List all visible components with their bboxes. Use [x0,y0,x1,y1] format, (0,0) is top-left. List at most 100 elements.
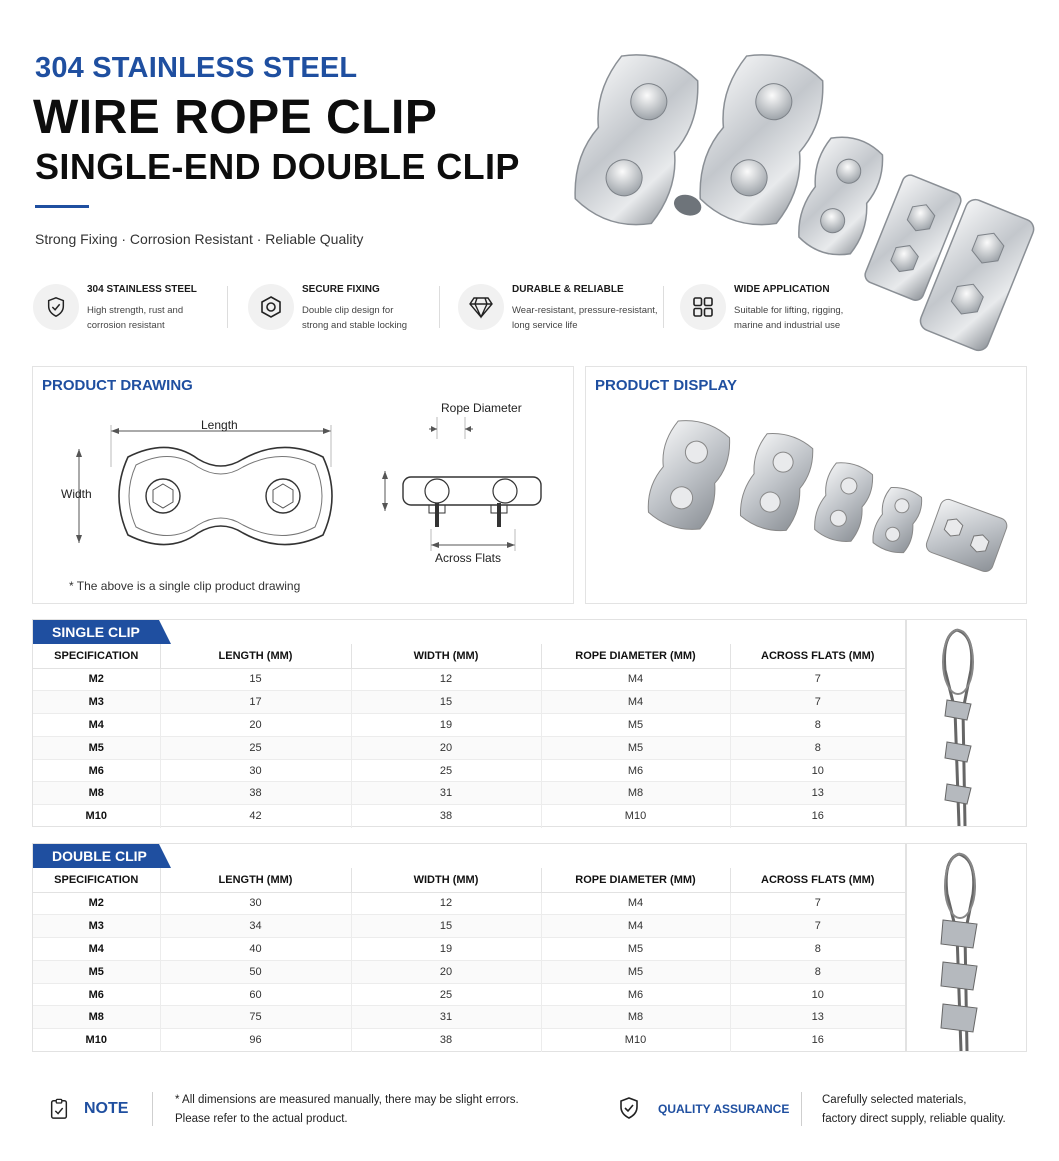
table-cell: M8 [33,1005,160,1029]
double-clip-rope-illustration [906,843,1027,1052]
table-cell: 7 [729,667,905,691]
table-cell: 60 [159,982,351,1006]
feature-title: 304 STAINLESS STEEL [87,284,197,295]
column-header: WIDTH (MM) [350,868,541,893]
clip-medium [798,136,884,256]
column-header: SPECIFICATION [33,868,160,893]
table-cell: 34 [159,914,351,938]
table-cell: 25 [159,735,351,760]
table-cell: 31 [350,781,541,805]
feature-desc: Suitable for lifting, rigging,marine and… [734,305,844,331]
product-display-image [647,420,1008,572]
table-cell: M10 [540,1028,730,1052]
table-cell: 20 [159,713,351,737]
table-cell: M8 [33,781,160,805]
table-cell: 15 [350,690,541,714]
table-cell: 40 [159,937,351,961]
table-cell: 10 [729,982,905,1006]
table-cell: 8 [729,713,905,737]
page-subtitle: SINGLE-END DOUBLE CLIP [35,146,520,187]
table-cell: 8 [729,959,905,984]
display-clip-2 [740,433,814,532]
table-cell: M4 [540,891,730,915]
column-header: ACROSS FLATS (MM) [729,868,905,893]
table-cell: M2 [33,891,160,915]
drawing-footnote: * The above is a single clip product dra… [69,579,301,593]
shield-check-icon [617,1096,641,1125]
note-title: NOTE [84,1100,129,1117]
table-cell: M4 [540,690,730,714]
table-cell: M3 [33,914,160,938]
feature-separator [663,286,664,328]
display-clip-4 [872,487,923,554]
table-cell: 12 [350,667,541,691]
quality-assurance-text: Carefully selected materials,factory dir… [822,1094,1006,1125]
across-flats-label: Across Flats [435,551,502,565]
hero-product-image [574,54,1035,352]
table-cell: 38 [350,804,541,828]
column-header: ACROSS FLATS (MM) [729,644,905,669]
table-cell: 17 [159,690,351,714]
table-cell: M4 [540,914,730,938]
table-cell: M8 [540,1005,730,1029]
table-cell: 20 [350,735,541,760]
quality-assurance-title: QUALITY ASSURANCE [658,1102,790,1116]
clip-large-2 [673,54,824,226]
table-cell: M5 [33,735,160,760]
table-cell: M5 [540,713,730,737]
table-cell: 38 [350,1028,541,1052]
table-cell: 42 [159,804,351,828]
clip-plate-1 [864,174,962,301]
table-cell: 19 [350,713,541,737]
table-cell: 13 [729,1005,905,1029]
shield-icon [33,284,79,330]
page-title: WIRE ROPE CLIP [33,91,438,144]
table-cell: M10 [33,804,160,828]
clip-large-1 [574,54,699,226]
diamond-icon [458,284,504,330]
table-cell: M5 [540,735,730,760]
product-drawing-heading: PRODUCT DRAWING [42,377,193,394]
table-cell: M10 [33,1028,160,1052]
table-cell: 16 [729,1028,905,1052]
table-cell: 50 [159,959,351,984]
feature-desc: Wear-resistant, pressure-resistant,long … [512,305,658,331]
feature-separator [227,286,228,328]
clipboard-icon [48,1098,70,1125]
table-cell: 25 [350,758,541,782]
table-cell: 7 [729,690,905,714]
table-cell: 13 [729,781,905,805]
feature-title: SECURE FIXING [302,284,380,295]
feature-title: WIDE APPLICATION [734,284,830,295]
product-display-panel: PRODUCT DISPLAY [585,366,1027,604]
display-clip-3 [814,462,874,542]
column-header: LENGTH (MM) [159,868,351,893]
product-display-heading: PRODUCT DISPLAY [595,377,737,394]
single-clip-tag: SINGLE CLIP [33,620,171,644]
footer-separator [801,1092,802,1126]
length-label: Length [201,418,238,432]
width-label: Width [61,487,92,501]
note-text: * All dimensions are measured manually, … [175,1094,519,1125]
table-cell: 30 [159,891,351,915]
table-cell: 19 [350,937,541,961]
table-cell: 16 [729,804,905,828]
table-cell: M8 [540,781,730,805]
footer-separator [152,1092,153,1126]
table-cell: 20 [350,959,541,984]
column-header: ROPE DIAMETER (MM) [540,644,730,669]
